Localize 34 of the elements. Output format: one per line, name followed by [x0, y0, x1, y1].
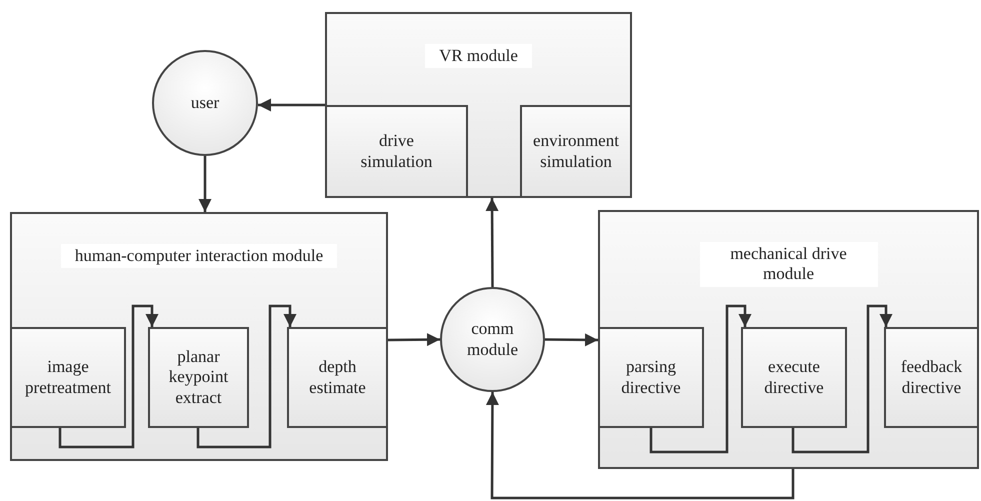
- process-label: environment simulation: [532, 131, 620, 172]
- process-box: [325, 105, 468, 198]
- process-label: depth estimate: [308, 357, 367, 398]
- arrow: [258, 98, 325, 112]
- module-title: mechanical drive module: [700, 242, 878, 287]
- arrow: [196, 304, 296, 448]
- process-box: [10, 327, 126, 428]
- process-box: [148, 327, 249, 428]
- process-box: [741, 327, 847, 428]
- process-label: execute directive: [763, 357, 825, 398]
- process-box: [884, 327, 979, 428]
- process-label: image pretreatment: [24, 357, 112, 398]
- arrow: [792, 304, 892, 454]
- module-box: [598, 210, 979, 469]
- process-box: [520, 105, 632, 198]
- arrow: [544, 333, 598, 346]
- process-label: user: [190, 92, 220, 114]
- arrow: [58, 304, 158, 448]
- process-label: parsing directive: [620, 357, 682, 398]
- module-title: VR module: [425, 44, 532, 68]
- process-box: [598, 327, 704, 428]
- process-label: planar keypoint extract: [168, 346, 230, 408]
- process-label: comm module: [466, 319, 519, 360]
- arrow: [198, 156, 212, 212]
- process-label: drive simulation: [360, 131, 434, 172]
- arrow: [486, 198, 499, 287]
- module-title: human-computer interaction module: [60, 244, 338, 268]
- arrow: [650, 304, 752, 454]
- module-box: [10, 212, 388, 461]
- arrow: [388, 333, 440, 346]
- module-box: [325, 12, 632, 198]
- arrow: [486, 392, 794, 500]
- process-label: feedback directive: [900, 357, 964, 398]
- process-box: [287, 327, 388, 428]
